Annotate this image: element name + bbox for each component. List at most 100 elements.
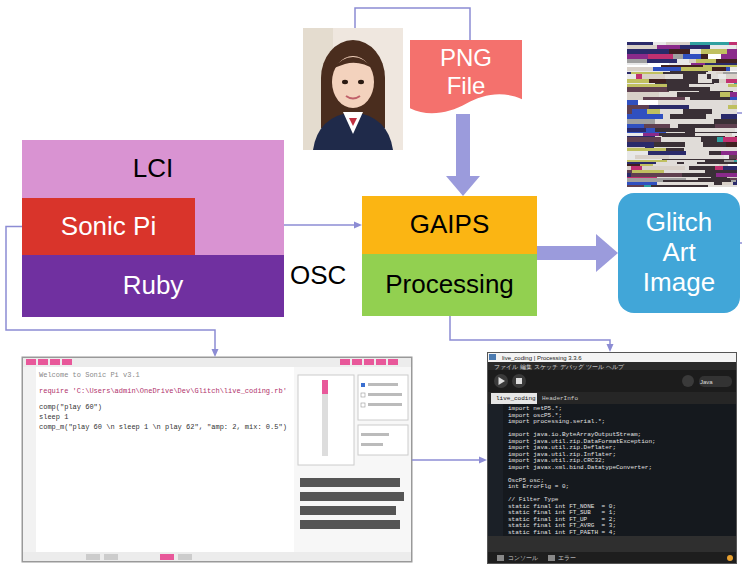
glitch-image (648, 54, 673, 59)
processing-window (512, 374, 526, 388)
glitch-image (730, 178, 737, 180)
code-line: static final int FT_UP = 2; (508, 517, 616, 523)
glitch-image (706, 114, 721, 119)
code-line: ファイル 編集 スケッチ デバッグ ツール ヘルプ (494, 364, 624, 370)
glitch-image (627, 119, 655, 124)
processing-window (491, 393, 537, 404)
portrait-photo (313, 112, 393, 150)
glitch-image (719, 79, 726, 83)
glitch-image (666, 148, 684, 151)
glitch-image (708, 147, 737, 148)
code-line: import processing.serial.*; (508, 419, 605, 425)
glitch-image (643, 97, 685, 100)
sonicpi-window (22, 552, 412, 562)
node-label: Processing (385, 270, 514, 300)
glitch-image (627, 67, 653, 71)
glitch-image (653, 164, 682, 166)
glitch-image (702, 132, 737, 133)
glitch-image (707, 74, 711, 79)
sonicpi-window (38, 359, 48, 365)
code-line: Java (700, 379, 713, 385)
glitch-image (659, 92, 677, 97)
glitch-image (688, 185, 708, 187)
glitch-image (688, 147, 708, 148)
processing-window (494, 374, 508, 388)
glitch-image (679, 114, 706, 119)
glitch-image (627, 133, 633, 136)
glitch-image (627, 109, 632, 114)
glitch-image (712, 79, 719, 83)
arrow-head (607, 344, 614, 352)
code-line: import netP5.*; (508, 406, 562, 412)
glitch-image (627, 83, 655, 84)
glitch-image (631, 166, 642, 170)
glitch-image (670, 124, 678, 128)
node-label: PNG File (431, 44, 501, 99)
glitch-image (703, 142, 726, 147)
layer-box: Sonic Pi (22, 198, 195, 255)
sonicpi-window (358, 425, 408, 455)
layer-box: LCI Sonic Pi (22, 140, 284, 255)
glitch-image (662, 136, 683, 137)
connector-line (284, 224, 355, 226)
glitch-image (649, 105, 689, 109)
glitch-image (716, 59, 737, 63)
glitch-image (627, 100, 638, 105)
glitch-image (698, 74, 707, 79)
glitch-image (692, 155, 724, 159)
glitch-image (723, 137, 737, 142)
glitch-image (670, 114, 679, 119)
glitch-image (716, 72, 723, 74)
glitch-image (627, 71, 670, 72)
node-label: LCI (133, 154, 173, 184)
code-line: import java.util.zip.CRC32; (508, 458, 605, 464)
glitch-image (627, 178, 643, 180)
glitch-image (726, 67, 730, 71)
glitch-image (698, 178, 730, 180)
sonicpi-window (300, 520, 400, 529)
glitch-image (662, 159, 694, 160)
glitch-image (627, 74, 636, 79)
glitch-image (627, 159, 662, 160)
glitch-image (663, 180, 700, 182)
editor-screenshot: Welcome to Sonic Pi v3.1require 'C:\User… (22, 357, 412, 562)
glitch-image (648, 151, 686, 155)
glitch-image (694, 100, 708, 105)
glitch-image (722, 182, 733, 185)
processing-window (487, 404, 503, 536)
glitch-image (684, 100, 694, 105)
glitch-image (699, 91, 733, 92)
glitch-image (735, 136, 737, 137)
code-line: require 'C:\Users\admin\OneDrive\Dev\Gli… (39, 388, 287, 395)
sonicpi-window (62, 359, 72, 365)
code-line: OscP5 osc; (508, 478, 544, 484)
glitch-image (732, 133, 737, 136)
glitch-image (627, 42, 737, 187)
glitch-image (728, 164, 737, 166)
glitch-image (667, 160, 705, 162)
sonicpi-window (50, 359, 60, 365)
node-label: GAIPS (410, 210, 489, 240)
sonicpi-window (368, 383, 398, 386)
code-line: // Filter Type (508, 497, 558, 503)
glitch-image (736, 159, 737, 160)
glitch-image (627, 79, 649, 83)
glitch-image (728, 84, 737, 87)
glitch-image (649, 79, 666, 83)
glitch-image (627, 177, 657, 178)
sonicpi-window (361, 403, 365, 407)
glitch-image (731, 180, 736, 182)
sonicpi-window (298, 375, 354, 465)
portrait-photo (346, 96, 360, 99)
code-line: live_coding (496, 396, 536, 402)
processing-window (487, 536, 737, 552)
glitch-image (627, 49, 669, 54)
glitch-image (657, 182, 671, 185)
connector (450, 316, 614, 352)
glitch-image (685, 166, 689, 170)
process-box: Processing (362, 254, 537, 316)
glitch-image (679, 132, 685, 133)
glitch-image (689, 166, 715, 170)
processing-window (487, 370, 737, 392)
code-line: live_coding | Processing 3.3.6 (502, 355, 582, 361)
